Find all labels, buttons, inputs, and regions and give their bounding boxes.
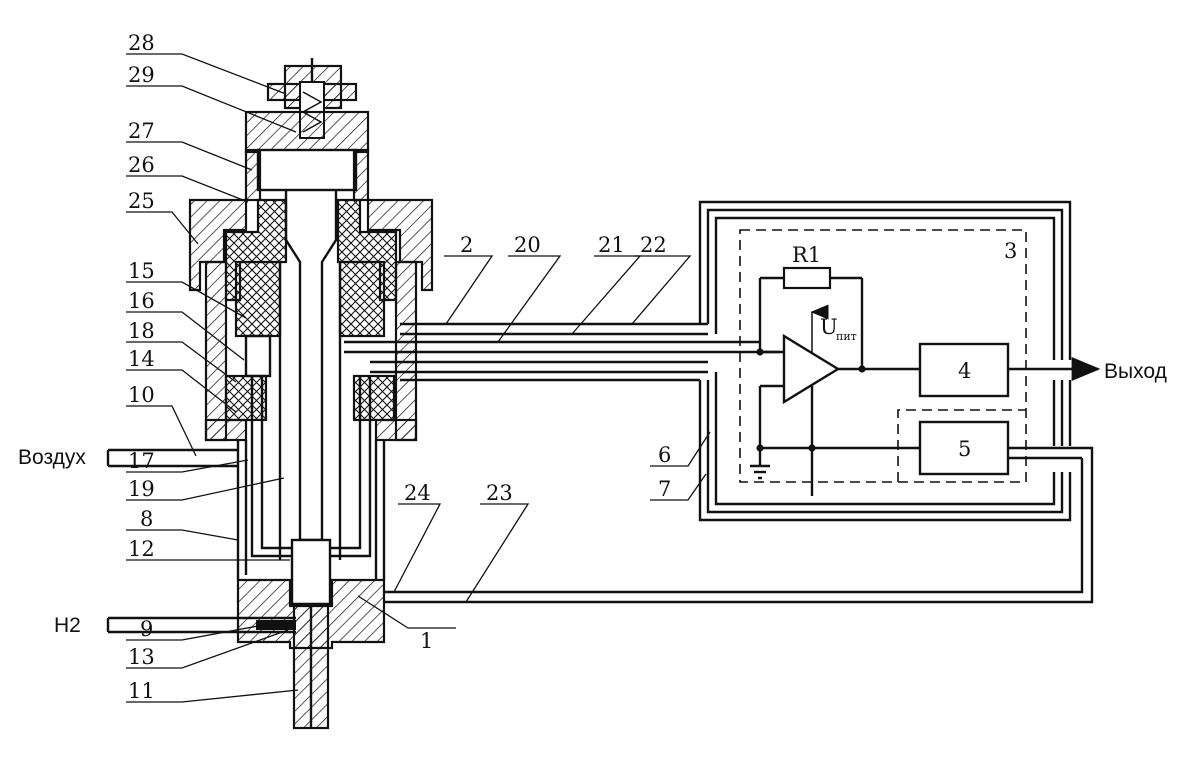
- label-17: 17: [128, 449, 155, 473]
- polarizing-leads: [384, 446, 1094, 604]
- label-24: 24: [404, 481, 431, 505]
- label-25: 25: [128, 189, 155, 213]
- electronics-box-3: [739, 229, 1027, 483]
- h2-input-label: H2: [54, 614, 81, 637]
- label-28: 28: [128, 31, 155, 55]
- label-4: 4: [958, 359, 971, 383]
- electronics-box-divider: [897, 409, 1026, 482]
- collector-electrode: [224, 334, 396, 558]
- part-labels: 28 29 27 26 25 15 16 18 14 10 17 19 8 12…: [128, 31, 1017, 703]
- label-7: 7: [658, 477, 671, 501]
- output-label: Выход: [1104, 360, 1167, 383]
- label-6: 6: [658, 443, 671, 467]
- label-21: 21: [598, 233, 625, 257]
- label-14: 14: [128, 347, 155, 371]
- label-26: 26: [128, 153, 155, 177]
- label-13: 13: [128, 645, 155, 669]
- label-15: 15: [128, 259, 155, 283]
- detector-assembly: [106, 58, 434, 730]
- burner-base-1: [236, 538, 386, 730]
- label-20: 20: [514, 233, 541, 257]
- label-1: 1: [420, 629, 433, 653]
- label-11: 11: [128, 679, 155, 703]
- label-29: 29: [128, 63, 155, 87]
- air-input-label: Воздух: [18, 446, 86, 469]
- label-9: 9: [140, 617, 153, 641]
- label-23: 23: [486, 481, 513, 505]
- supply-voltage-label: U: [820, 315, 838, 339]
- label-2: 2: [460, 233, 473, 257]
- resistor-r1: [782, 266, 832, 290]
- block-5: [918, 420, 1010, 476]
- leader-lines: [126, 53, 711, 703]
- signal-cable: [344, 322, 780, 382]
- label-27: 27: [128, 119, 155, 143]
- supply-voltage-subscript: пит: [836, 330, 857, 343]
- op-amp: [782, 333, 841, 405]
- h2-inlet-tube-9: [106, 616, 296, 634]
- central-electrode: [278, 190, 342, 560]
- amplifier-circuit: [750, 266, 1101, 496]
- label-19: 19: [128, 477, 155, 501]
- label-8: 8: [140, 507, 153, 531]
- label-12: 12: [128, 537, 155, 561]
- label-18: 18: [128, 319, 155, 343]
- block-4: [918, 342, 1010, 398]
- label-10: 10: [128, 383, 155, 407]
- cap-27: [244, 110, 370, 202]
- resistor-r1-label: R1: [792, 243, 821, 267]
- label-3: 3: [1004, 239, 1017, 263]
- label-22: 22: [640, 233, 667, 257]
- lower-housing-8: [236, 440, 386, 580]
- label-16: 16: [128, 289, 155, 313]
- label-5: 5: [958, 437, 971, 461]
